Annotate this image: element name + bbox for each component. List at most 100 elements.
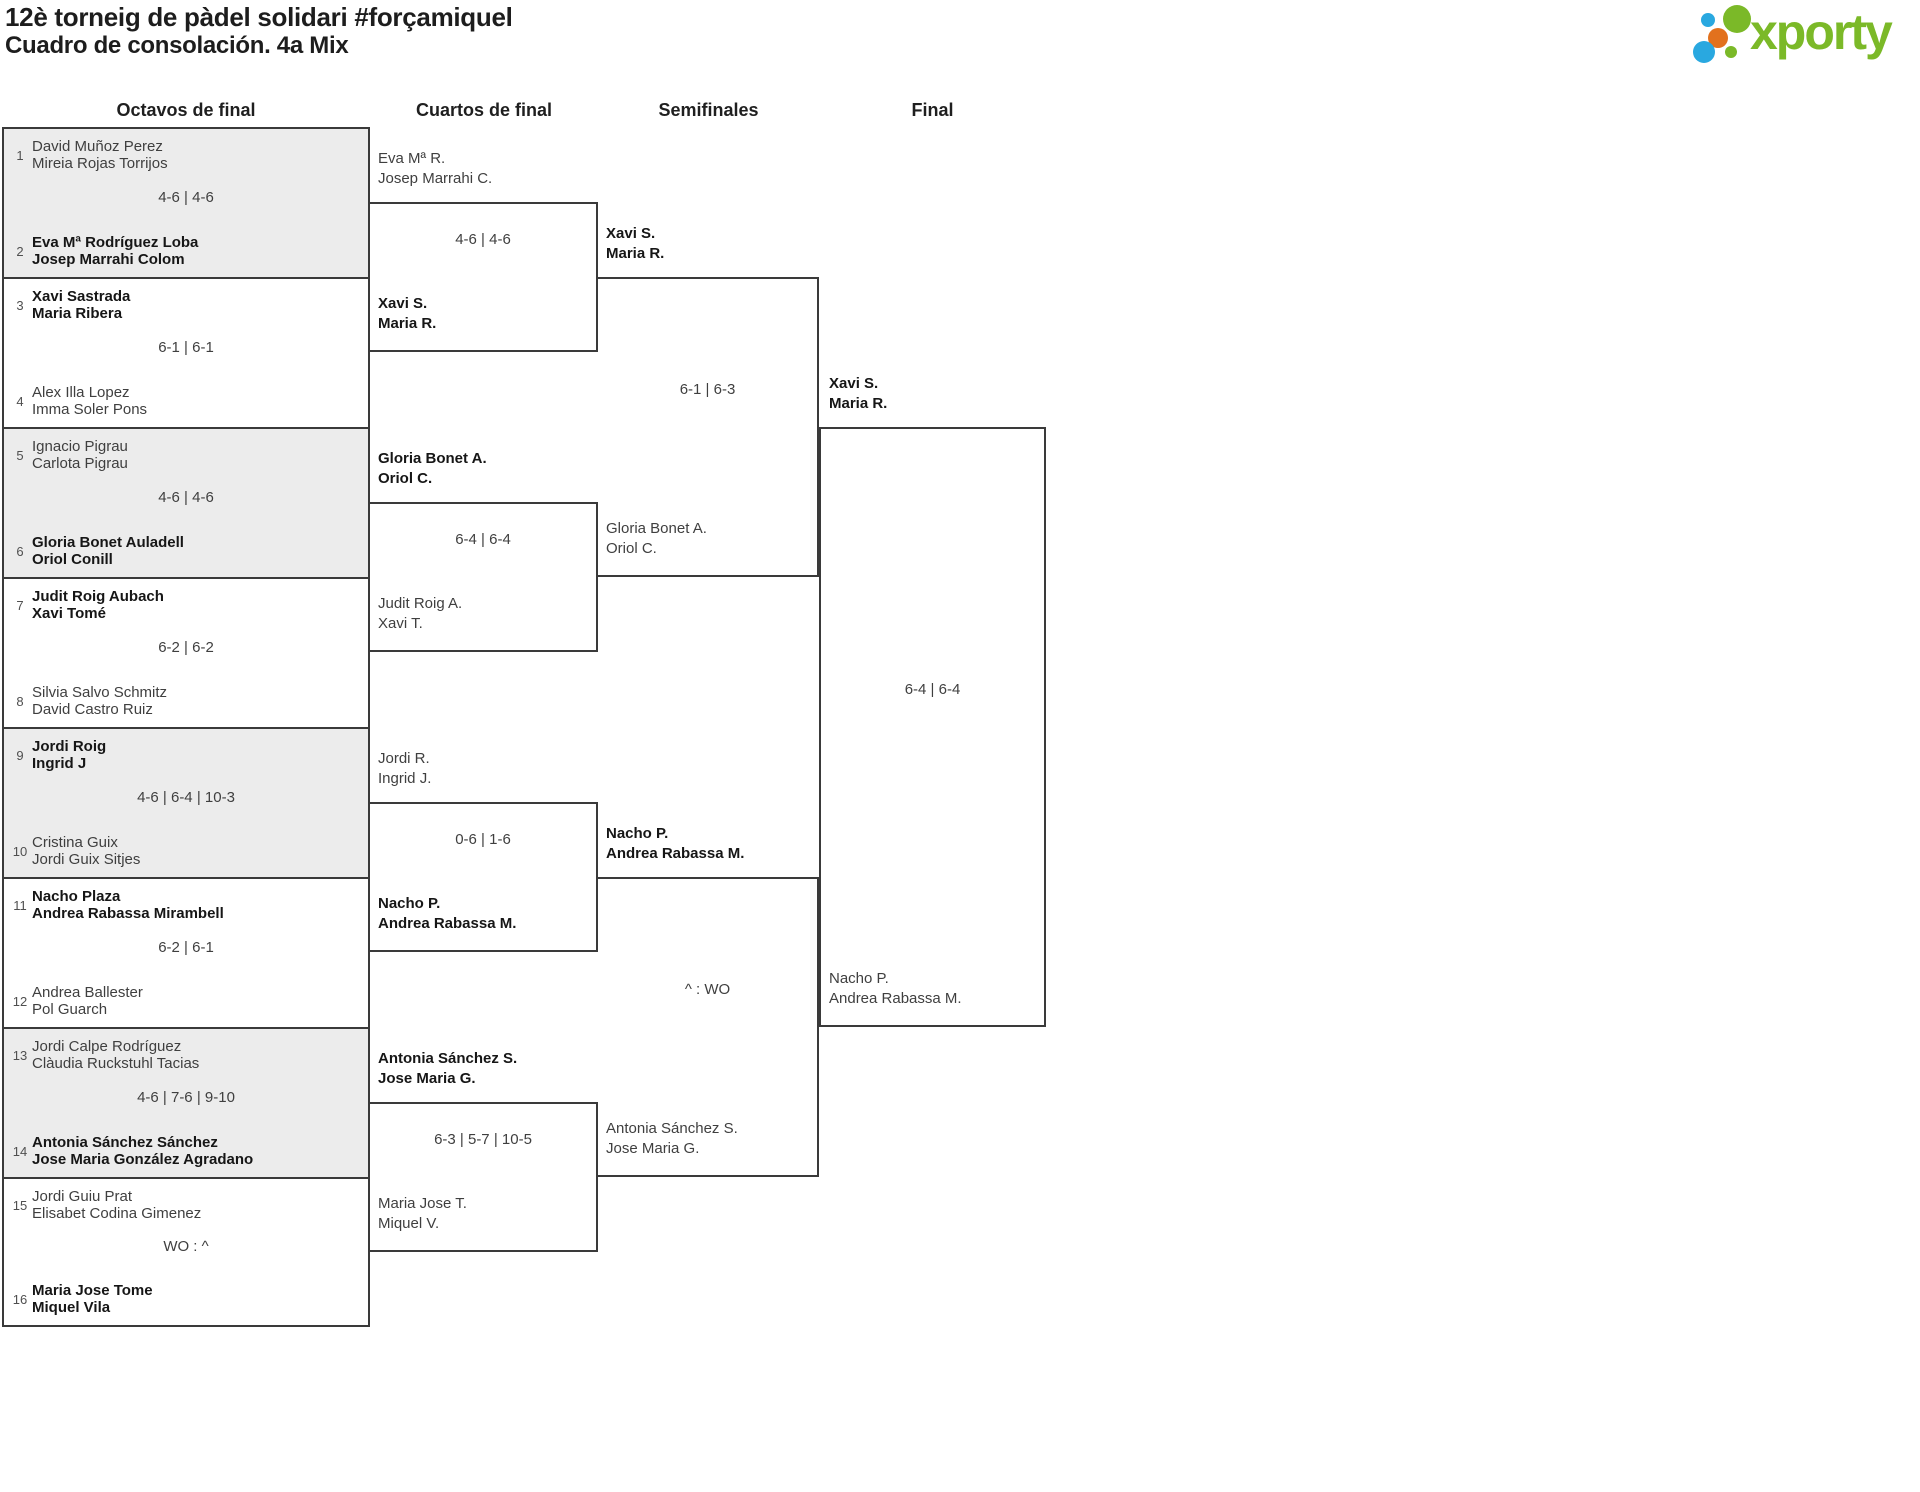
team-name: Maria Jose T.Miquel V. (378, 1195, 467, 1232)
round-header-semifinales: Semifinales (658, 100, 759, 120)
match-qf-1: Eva Mª R.Josep Marrahi C. 4-6 | 4-6 Xavi… (370, 150, 598, 352)
logo-dot-icon (1723, 5, 1751, 33)
team-name: Eva Mª R.Josep Marrahi C. (378, 150, 493, 187)
xporty-logo[interactable]: xporty (1688, 3, 1916, 75)
team-name: Xavi S.Maria R. (829, 375, 888, 412)
match-qf-4: Antonia Sánchez S.Jose Maria G. 6-3 | 5-… (370, 1050, 598, 1252)
seed-number: 3 (16, 297, 24, 313)
seed-number: 7 (16, 597, 24, 613)
team-name: Nacho P.Andrea Rabassa M. (378, 895, 517, 932)
round-header-final: Final (911, 100, 954, 120)
seed-number: 13 (12, 1047, 28, 1063)
match-score: 6-2 | 6-1 (158, 939, 214, 956)
seed-number: 15 (12, 1197, 28, 1213)
match-score: 4-6 | 7-6 | 9-10 (137, 1089, 235, 1106)
logo-wordmark: xporty (1750, 4, 1893, 60)
seed-number: 14 (12, 1143, 28, 1159)
team-name: Gloria Bonet A.Oriol C. (606, 520, 707, 557)
match-score: 4-6 | 4-6 (158, 489, 214, 506)
seed-number: 10 (12, 843, 28, 859)
match-score: ^ : WO (684, 981, 731, 998)
seed-number: 12 (12, 993, 28, 1009)
team-name: Nacho P.Andrea Rabassa M. (606, 825, 745, 862)
team-name: Jordi R.Ingrid J. (378, 750, 432, 787)
match-score: 6-1 | 6-1 (158, 339, 214, 356)
seed-number: 9 (16, 747, 24, 763)
logo-dot-icon (1725, 46, 1737, 58)
team-name: Antonia Sánchez S.Jose Maria G. (606, 1120, 738, 1157)
match-qf-2: Gloria Bonet A.Oriol C. 6-4 | 6-4 Judit … (370, 450, 598, 652)
match-sf-1: Xavi S.Maria R. 6-1 | 6-3 Gloria Bonet A… (598, 225, 819, 577)
seed-number: 2 (16, 243, 24, 259)
match-score: 6-3 | 5-7 | 10-5 (434, 1131, 532, 1148)
team-name: Xavi S.Maria R. (378, 295, 437, 332)
bracket-subtitle: Cuadro de consolación. 4a Mix (5, 32, 349, 59)
seed-number: 1 (16, 147, 24, 163)
seed-number: 5 (16, 447, 24, 463)
seed-number: 16 (12, 1291, 28, 1307)
page-title: 12è torneig de pàdel solidari #forçamiqu… (5, 3, 513, 60)
seed-number: 4 (16, 393, 24, 409)
match-qf-3: Jordi R.Ingrid J. 0-6 | 1-6 Nacho P.Andr… (370, 750, 598, 952)
match-score: WO : ^ (163, 1238, 209, 1255)
tournament-title: 12è torneig de pàdel solidari #forçamiqu… (5, 2, 513, 32)
team-name: Xavi S.Maria R. (606, 225, 665, 262)
match-sf-2: Nacho P.Andrea Rabassa M. ^ : WO Antonia… (598, 825, 819, 1177)
team-name: Antonia Sánchez S.Jose Maria G. (378, 1050, 518, 1087)
team-name: Judit Roig A.Xavi T. (378, 595, 463, 632)
seed-number: 11 (13, 897, 27, 913)
match-score: 4-6 | 6-4 | 10-3 (137, 789, 235, 806)
team-name: Nacho P.Andrea Rabassa M. (829, 970, 962, 1007)
match-final: Xavi S.Maria R. 6-4 | 6-4 Nacho P.Andrea… (819, 375, 1046, 1027)
seed-number: 8 (16, 693, 24, 709)
match-score: 4-6 | 4-6 (158, 189, 214, 206)
logo-dot-icon (1701, 13, 1715, 27)
team-name: Gloria Bonet A.Oriol C. (378, 450, 487, 487)
logo-dot-icon (1693, 41, 1715, 63)
match-score: 6-2 | 6-2 (158, 639, 214, 656)
match-score: 0-6 | 1-6 (455, 831, 511, 848)
match-score: 6-4 | 6-4 (455, 531, 511, 548)
match-score: 4-6 | 4-6 (455, 231, 511, 248)
